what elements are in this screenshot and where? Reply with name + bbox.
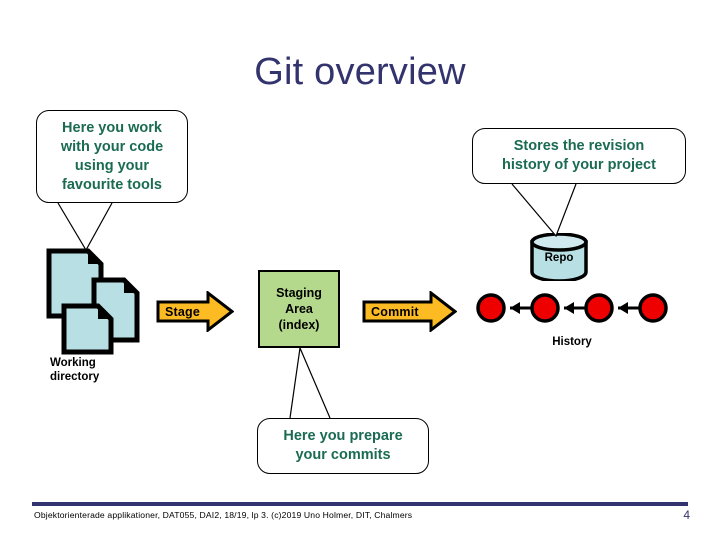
commit-arrow: Commit — [362, 289, 458, 334]
callout-work-with-code: Here you work with your code using your … — [36, 110, 188, 203]
document-icon-3 — [61, 303, 114, 355]
page-title: Git overview — [254, 51, 466, 93]
callout-repo-line-1: Stores the revision — [513, 138, 645, 154]
callout-tail-work — [57, 202, 113, 252]
working-directory-documents — [46, 248, 140, 355]
callout-work-line-4: favourite tools — [62, 176, 162, 193]
commit-arrow-label: Commit — [371, 304, 419, 319]
callout-tail-prepare — [289, 345, 331, 419]
history-connector-arrows — [510, 302, 652, 314]
footer-divider — [32, 502, 688, 506]
footer-attribution: Objektorienterade applikationer, DAT055,… — [34, 510, 413, 520]
working-directory-label: Working directory — [50, 357, 160, 384]
callout-repo-line-2: history of your project — [502, 157, 656, 173]
stage-arrow-label: Stage — [165, 304, 201, 319]
commit-arrow-shape — [362, 289, 458, 334]
staging-area-line-2: Area — [285, 302, 313, 316]
staging-area-line-3: (index) — [278, 318, 320, 332]
working-directory-label-line-1: Working — [50, 357, 96, 369]
commit-node — [584, 293, 614, 323]
working-directory-label-line-2: directory — [50, 370, 100, 383]
history-label: History — [552, 336, 592, 348]
staging-area-box: Staging Area (index) — [258, 270, 340, 348]
callout-here-you-prepare: Here you prepare your commits — [257, 418, 429, 474]
callout-stores-revision-history: Stores the revision history of your proj… — [472, 128, 686, 184]
callout-prepare-line-1: Here you prepare — [283, 428, 403, 444]
repository-label: Repo — [544, 252, 574, 264]
stage-arrow: Stage — [156, 289, 235, 334]
callout-work-line-3: using your — [74, 157, 150, 174]
stage-arrow-shape — [156, 289, 235, 334]
commit-node — [530, 293, 560, 323]
history-commit-chain — [476, 293, 668, 323]
callout-prepare-line-2: your commits — [295, 447, 391, 463]
repository-cylinder-icon — [530, 233, 588, 281]
page-number: 4 — [683, 508, 690, 522]
commit-node — [638, 293, 668, 323]
commit-node — [476, 293, 506, 323]
staging-area-line-1: Staging — [276, 286, 322, 300]
callout-tail-repo — [511, 183, 577, 238]
callout-work-line-2: with your code — [60, 138, 164, 155]
callout-work-line-1: Here you work — [62, 119, 162, 136]
